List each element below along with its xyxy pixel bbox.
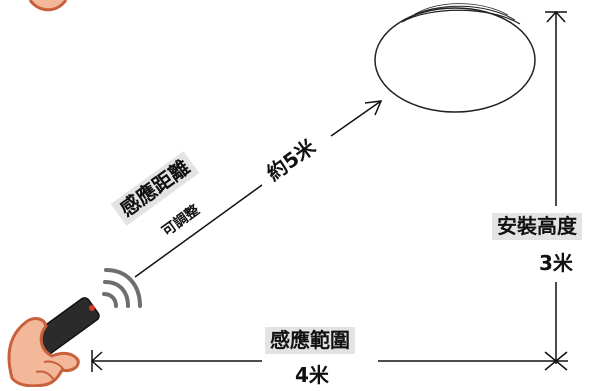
install-height-title: 安裝高度 bbox=[492, 213, 582, 240]
sensing-range-value: 4米 bbox=[295, 363, 329, 387]
hand-remote-icon bbox=[7, 297, 100, 388]
range-dimension-line bbox=[90, 350, 568, 372]
signal-waves-icon bbox=[102, 268, 142, 308]
top-hand-fragment bbox=[28, 0, 68, 12]
height-dimension-line bbox=[545, 10, 567, 364]
sensing-range-title: 感應範圍 bbox=[265, 327, 355, 354]
sensing-distance-arrow bbox=[134, 100, 383, 278]
ceiling-lamp-icon bbox=[374, 3, 536, 113]
install-height-value: 3米 bbox=[539, 251, 573, 275]
